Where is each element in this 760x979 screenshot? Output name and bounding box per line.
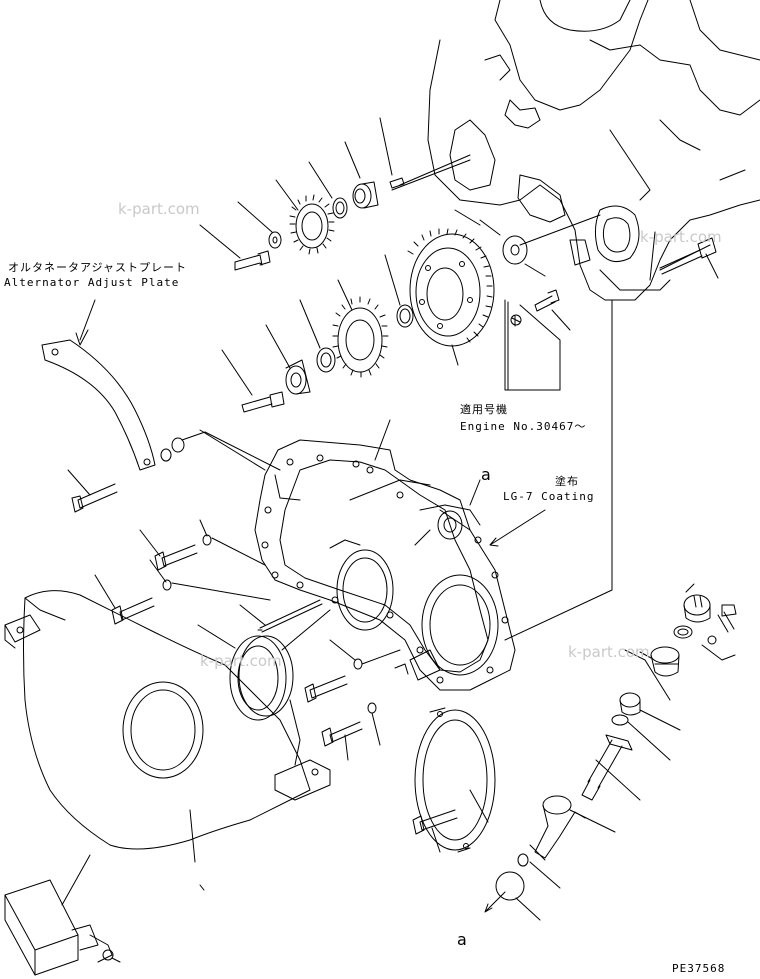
coating-leader	[490, 510, 545, 546]
tachometer-drive	[496, 584, 736, 920]
alternator-adjust-plate	[42, 300, 280, 512]
engine-no-label-jp: 適用号機	[460, 403, 508, 416]
watermark-mid-right: k-part.com	[568, 643, 650, 661]
ref-a-leader	[470, 480, 480, 505]
watermark-mid-left: k-part.com	[200, 652, 282, 670]
engine-no-bracket	[508, 302, 560, 390]
watermark-top-right: k-part.com	[640, 228, 722, 246]
coating-label-jp: 塗布	[555, 475, 579, 488]
coating-label-en: LG-7 Coating	[503, 490, 595, 503]
arrow-to-a-bottom	[485, 892, 505, 912]
engine-block	[428, 0, 760, 300]
center-fasteners	[305, 640, 400, 760]
flywheel-housing	[5, 591, 330, 890]
ref-a-bottom: a	[457, 930, 467, 949]
lower-gear-assembly	[222, 229, 718, 412]
puller-tool	[5, 855, 120, 975]
ref-a-top: a	[481, 465, 491, 484]
front-gear-cover	[200, 420, 515, 690]
engine-no-label-en: Engine No.30467〜	[460, 420, 587, 433]
alternator-label-jp: オルタネータアジャストプレート	[8, 261, 188, 274]
left-fasteners	[95, 520, 322, 632]
watermark-top-left: k-part.com	[118, 200, 200, 218]
round-cover-plate	[413, 708, 495, 852]
drawing-number: PE37568	[672, 962, 726, 975]
alternator-label-en: Alternator Adjust Plate	[4, 276, 180, 289]
upper-gear-assembly	[200, 118, 404, 270]
